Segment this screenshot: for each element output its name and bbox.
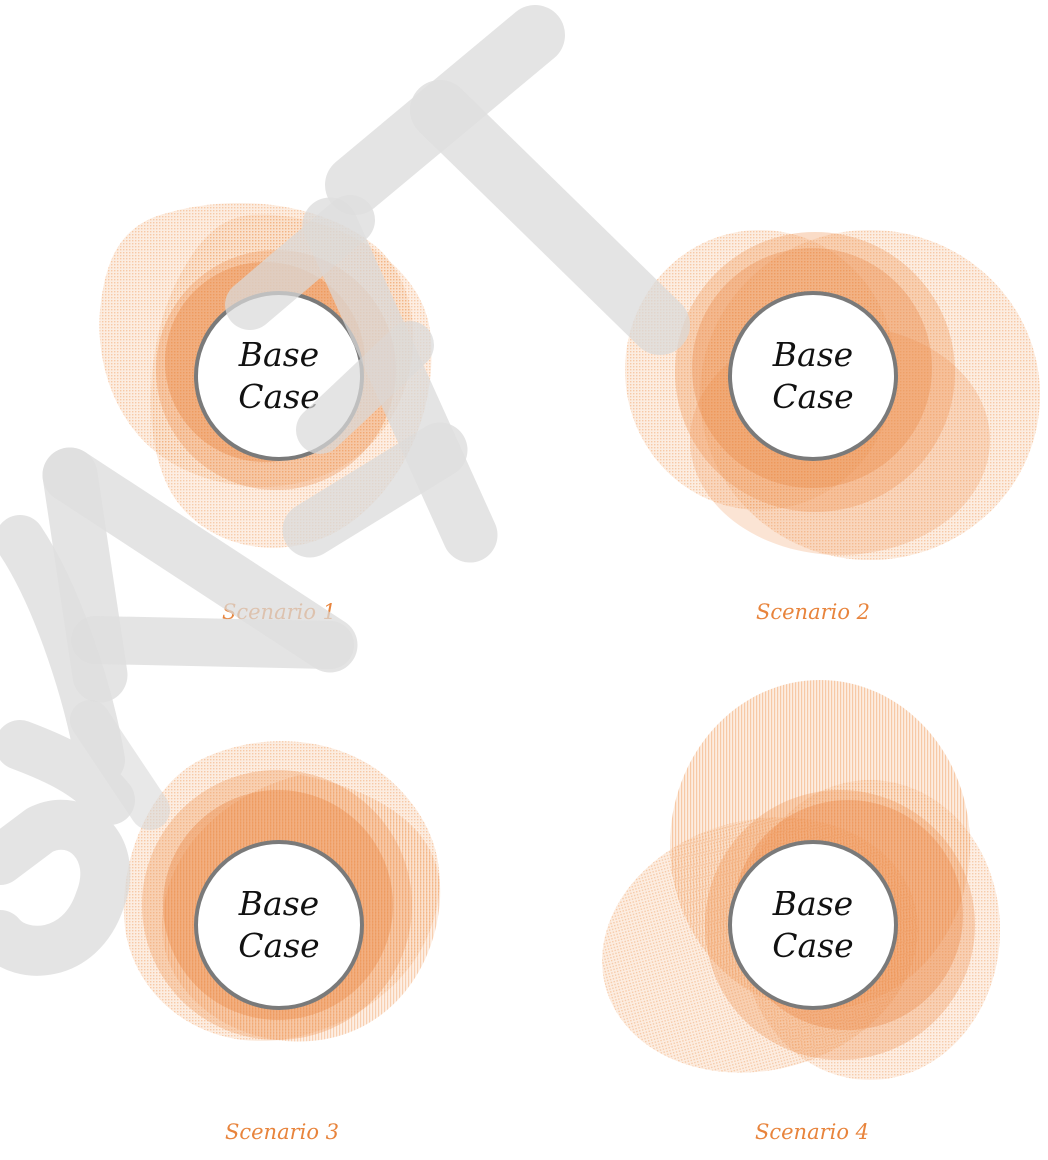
draft-watermark bbox=[0, 5, 690, 976]
scenario-3-base-label-line2: Case bbox=[238, 926, 319, 965]
watermark-f-arm-mid bbox=[296, 321, 434, 454]
watermark-stroke-lower bbox=[70, 700, 170, 830]
scenario-2-base-case-ring bbox=[728, 291, 898, 461]
watermark-a-cross bbox=[71, 616, 354, 669]
scenario-1-base-label-line1: Base bbox=[238, 335, 319, 374]
watermark-stroke-center bbox=[282, 422, 468, 558]
scenario-4-caption: Scenario 4 bbox=[755, 1120, 869, 1144]
scenario-3: Base Case Scenario 3 bbox=[123, 741, 441, 1144]
scenario-3-base-case-ring bbox=[194, 840, 364, 1010]
watermark-t-stem bbox=[410, 80, 690, 355]
scenario-4-base-label-line2: Case bbox=[772, 926, 853, 965]
scenario-2-base-label-line1: Base bbox=[772, 335, 853, 374]
scenario-3-caption: Scenario 3 bbox=[225, 1120, 339, 1144]
scenario-4-base-case-ring bbox=[728, 840, 898, 1010]
scenario-3-base-label-line1: Base bbox=[238, 884, 319, 923]
scenario-1-base-label-line2: Case bbox=[238, 377, 319, 416]
scenario-2: Base Case Scenario 2 bbox=[625, 230, 1040, 624]
scenario-2-base-label-line2: Case bbox=[772, 377, 853, 416]
scenario-2-caption: Scenario 2 bbox=[756, 600, 870, 624]
watermark-f-arm-top bbox=[225, 195, 375, 330]
watermark-a-right bbox=[42, 447, 358, 673]
scenario-4: Base Case Scenario 4 bbox=[602, 680, 1000, 1144]
scenario-4-base-label-line1: Base bbox=[772, 884, 853, 923]
